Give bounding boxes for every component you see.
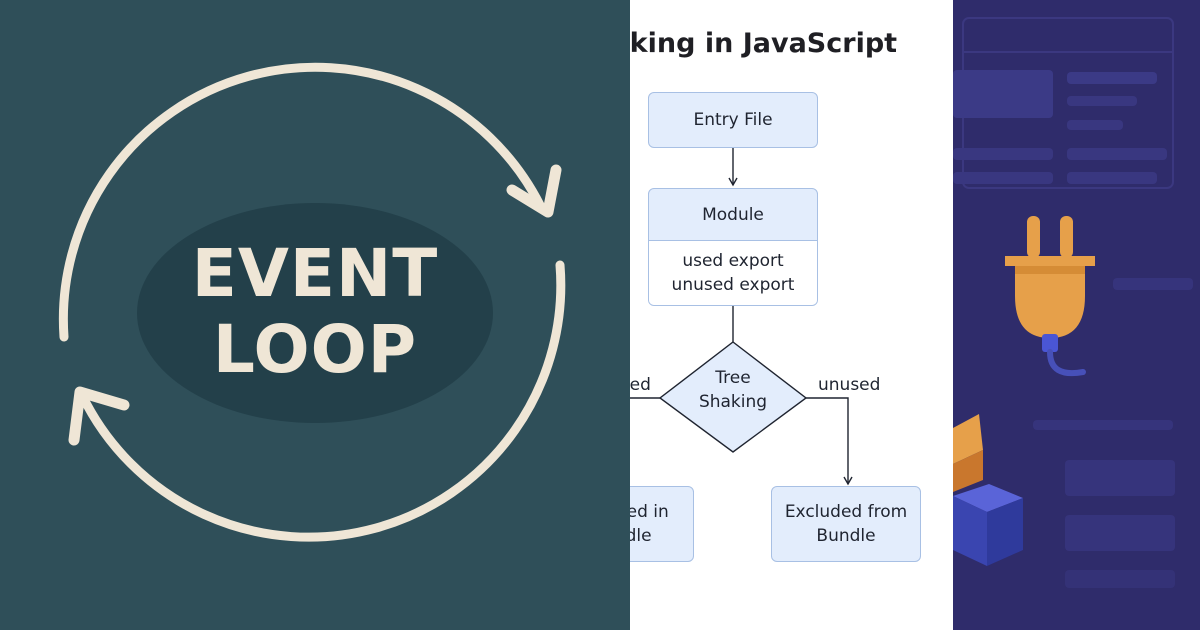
decision-diamond [658, 341, 808, 453]
skeleton-line [1067, 72, 1157, 84]
plug-icon [1005, 216, 1095, 376]
arrowhead-bottom-icon [68, 386, 130, 446]
skeleton-line [1033, 420, 1173, 430]
diagram-edges [630, 148, 853, 486]
unused-edge-label: unused [818, 375, 881, 395]
unused-export-label: unused export [671, 275, 795, 295]
bundle-line-1: Included in [630, 502, 669, 522]
edge-unused [806, 397, 853, 486]
skeleton-line [1113, 278, 1193, 290]
title-line-1: EVENT [191, 235, 439, 312]
module-title: Module [702, 204, 764, 225]
excluded-line-2: Bundle [816, 526, 876, 546]
entry-file-node: Entry File [648, 92, 818, 148]
skeleton-block [953, 70, 1053, 118]
skeleton-block [1065, 460, 1175, 496]
module-exports: used export unused export [649, 241, 817, 305]
skeleton-line [1065, 570, 1175, 588]
skeleton-line [953, 172, 1053, 184]
title-line-2: LOOP [212, 311, 418, 388]
center-ellipse [137, 203, 493, 423]
plugin-panel [953, 0, 1200, 630]
module-header: Module [649, 189, 817, 241]
plugin-illustration [953, 17, 1193, 588]
tree-shaking-panel: Tree Shaking in JavaScript Entry File Mo… [630, 0, 953, 630]
skeleton-line [953, 148, 1053, 160]
event-loop-title: EVENT LOOP [140, 222, 490, 402]
skeleton-block [1065, 515, 1175, 551]
loop-arc-top [58, 62, 545, 342]
module-node: Module used export unused export [648, 188, 818, 306]
bundle-line-2: Bundle [630, 526, 652, 546]
skeleton-line [1067, 120, 1123, 130]
decision-line-2: Shaking [698, 392, 768, 412]
excluded-bundle-node: Excluded from Bundle [771, 486, 921, 562]
decision-label: Tree Shaking [680, 366, 786, 414]
entry-file-label: Entry File [693, 110, 773, 130]
skeleton-line [1067, 172, 1157, 184]
used-export-label: used export [682, 251, 784, 271]
arrowhead-top-icon [506, 164, 562, 218]
cube-icon [953, 414, 1023, 566]
event-loop-illustration [58, 62, 566, 542]
loop-arc-bottom [77, 260, 566, 542]
used-edge-label: used [630, 375, 651, 395]
excluded-line-1: Excluded from [784, 502, 908, 522]
diagram-title: Tree Shaking in JavaScript [630, 28, 898, 59]
skeleton-line [1067, 96, 1137, 106]
event-loop-panel: EVENT LOOP [0, 0, 630, 630]
decision-line-1: Tree [715, 368, 751, 388]
included-bundle-node: Included in Bundle [630, 486, 694, 562]
skeleton-line [1067, 148, 1167, 160]
